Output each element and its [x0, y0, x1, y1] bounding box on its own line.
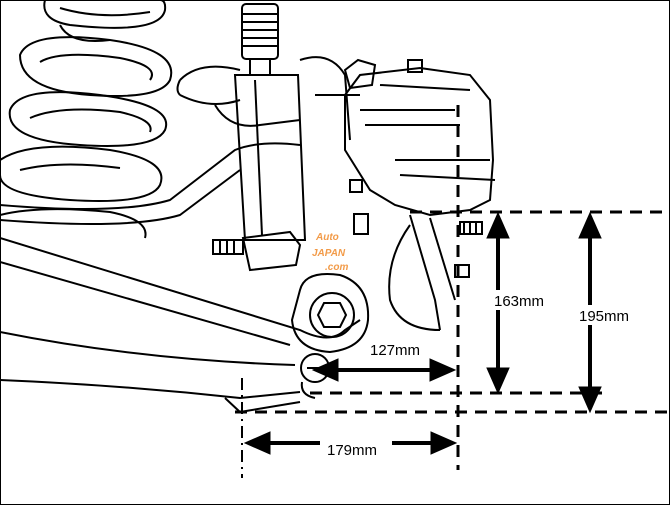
shock-absorber	[233, 3, 307, 241]
tie-rod	[212, 230, 302, 272]
label-length-inner: 127mm	[370, 342, 420, 359]
upper-arm	[0, 56, 360, 225]
watermark-line3: .com	[325, 262, 348, 273]
lower-control-arm	[0, 237, 361, 414]
arrow-127mm	[311, 358, 457, 382]
lower-bushing	[290, 273, 370, 354]
dimension-labels: 163mm 195mm 127mm 179mm	[320, 290, 647, 460]
knuckle-assembly	[343, 58, 496, 331]
label-height-outer: 195mm	[579, 308, 629, 325]
ball-joint	[300, 353, 330, 399]
watermark-line1: Auto	[315, 232, 339, 243]
brand-watermark: Auto JAPAN .com	[312, 232, 348, 273]
label-height-inner: 163mm	[494, 293, 544, 310]
reference-lines	[235, 105, 670, 470]
watermark-line2: JAPAN	[312, 248, 346, 259]
coil-spring	[0, 0, 173, 239]
label-length-outer: 179mm	[327, 442, 377, 459]
